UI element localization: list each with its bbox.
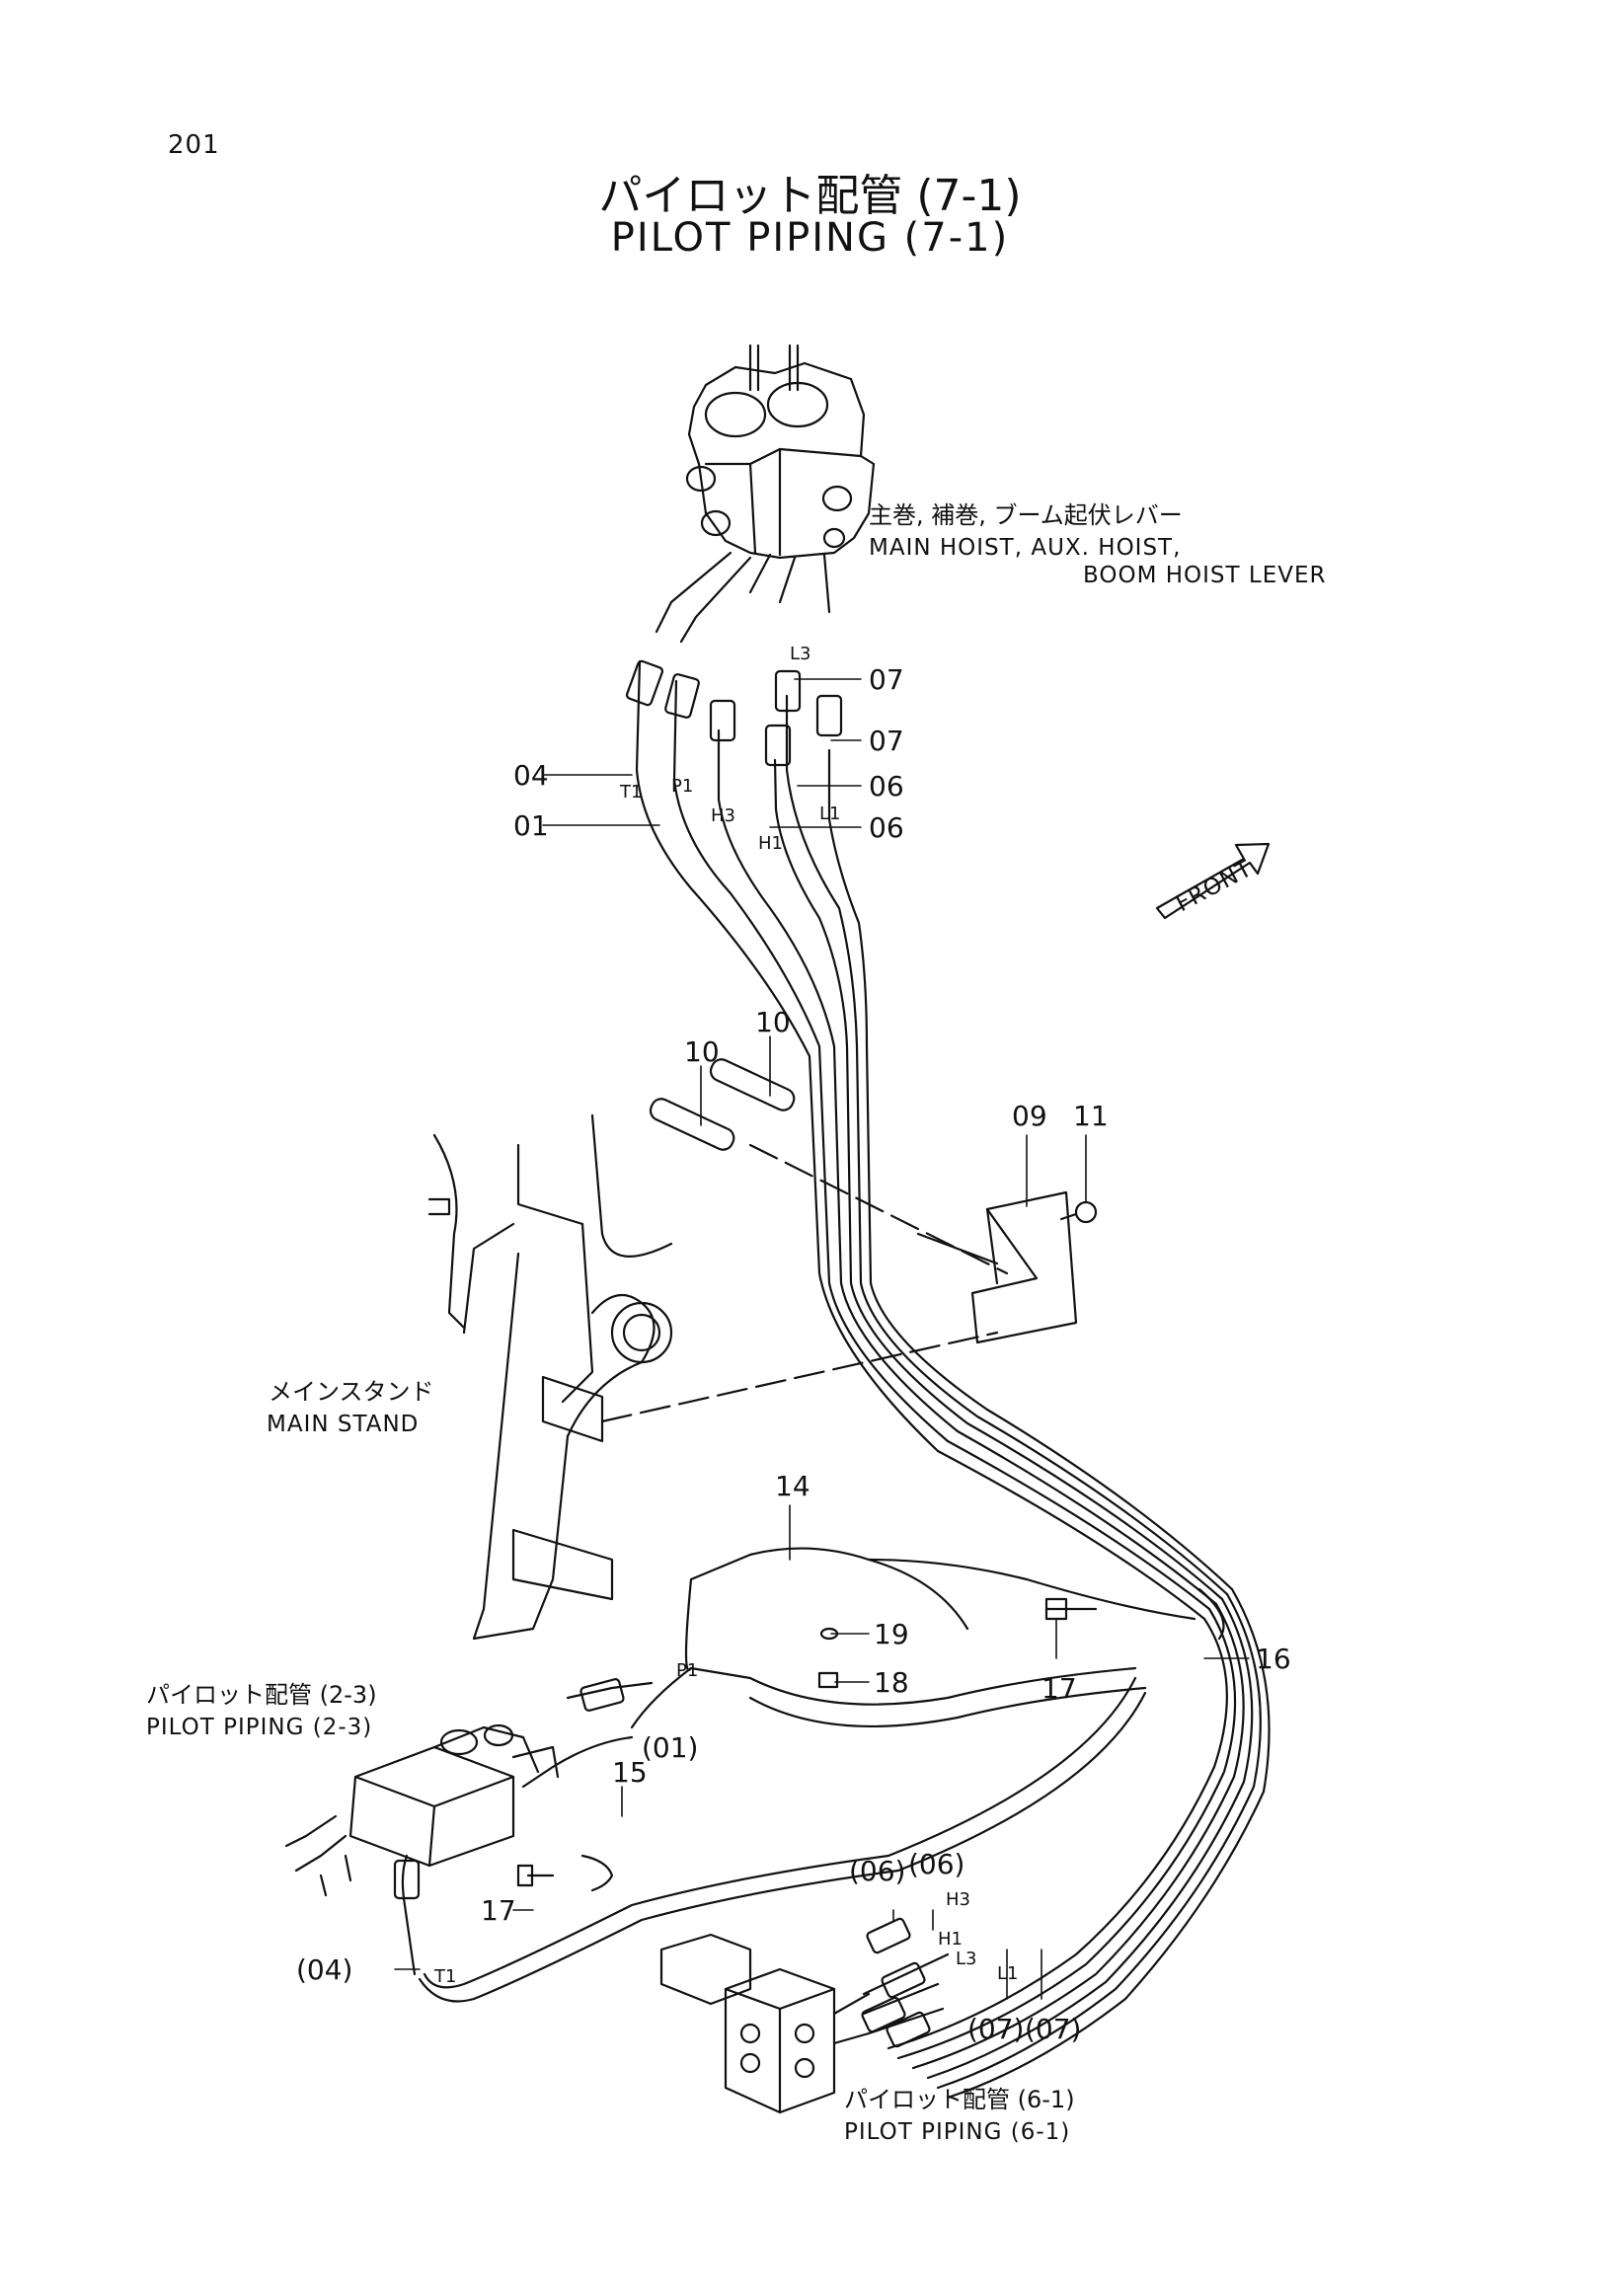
port-label-l1: L1: [819, 804, 840, 824]
note-main-stand-en: MAIN STAND: [267, 1412, 419, 1437]
port-label-h3-lower: H3: [946, 1889, 970, 1910]
port-label-l3-lower: L3: [956, 1949, 976, 1969]
callout-ref-04: (04): [296, 1953, 352, 1986]
notes: 主巻, 補巻, ブーム起伏レバー MAIN HOIST, AUX. HOIST,…: [146, 501, 1326, 2145]
callout-14: 14: [775, 1470, 810, 1502]
valve-block-pilot-piping-2-3: [284, 1681, 654, 1897]
hose-bundle: [401, 659, 1271, 2100]
callout-ref-01: (01): [642, 1731, 698, 1764]
callout-19: 19: [874, 1618, 909, 1650]
callout-ref-06a: (06): [849, 1855, 905, 1887]
port-label-t1-lower: T1: [433, 1966, 456, 1987]
callout-01: 01: [513, 809, 549, 842]
main-stand-illustration: [427, 1113, 999, 1641]
callout-ref-06b: (06): [908, 1848, 964, 1880]
note-lever-en-1: MAIN HOIST, AUX. HOIST,: [869, 535, 1181, 561]
callout-16: 16: [1256, 1643, 1291, 1675]
callout-ref-07b: (07): [1025, 2013, 1081, 2045]
port-label-l3: L3: [790, 644, 810, 664]
port-label-p1-lower: P1: [676, 1660, 698, 1681]
callout-07b: 07: [869, 725, 904, 757]
note-main-stand-jp: メインスタンド: [269, 1378, 434, 1406]
valve-block-pilot-piping-6-1: [659, 1933, 950, 2114]
callout-06a: 06: [869, 770, 904, 803]
pilot-valve-illustration: [655, 344, 876, 644]
callout-04: 04: [513, 759, 549, 792]
callout-ref-07a: (07): [967, 2013, 1024, 2045]
callout-06b: 06: [869, 811, 904, 844]
port-labels: T1 P1 H3 H1 L3 L1 P1 T1 H3 H1 L3 L1: [433, 644, 1018, 1987]
note-pilot-piping-2-3-jp: パイロット配管 (2-3): [146, 1681, 377, 1709]
note-front: FRONT: [1172, 856, 1257, 917]
port-label-t1: T1: [619, 782, 642, 803]
port-label-h1: H1: [758, 833, 783, 854]
note-pilot-piping-2-3-en: PILOT PIPING (2-3): [146, 1715, 372, 1740]
page-title-english: PILOT PIPING (7-1): [610, 215, 1010, 261]
front-arrow: [1155, 842, 1271, 920]
callout-10a: 10: [684, 1035, 720, 1068]
callout-07a: 07: [869, 663, 904, 696]
page-title-japanese: パイロット配管 (7-1): [598, 171, 1022, 221]
callout-10b: 10: [755, 1006, 791, 1038]
hose-fittings: [393, 659, 1225, 2048]
callout-18: 18: [874, 1666, 909, 1699]
callout-15: 15: [612, 1756, 648, 1789]
page-number: 201: [168, 130, 220, 160]
bracket-and-rods: [649, 1058, 1098, 1344]
callout-17a: 17: [1041, 1672, 1077, 1705]
port-label-h3: H3: [711, 805, 735, 826]
note-pilot-piping-6-1-jp: パイロット配管 (6-1): [844, 2086, 1075, 2113]
leader-lines: [394, 678, 1250, 2000]
part-callouts: 04 01 07 07 06 06 10 10 09 11 14 19 18 1…: [296, 663, 1291, 2045]
callout-09: 09: [1012, 1100, 1047, 1132]
port-label-p1: P1: [671, 776, 693, 797]
port-label-l1-lower: L1: [997, 1963, 1018, 1984]
note-lever-en-2: BOOM HOIST LEVER: [1083, 563, 1326, 588]
callout-11: 11: [1073, 1100, 1109, 1132]
note-lever-jp: 主巻, 補巻, ブーム起伏レバー: [869, 501, 1183, 529]
callout-17b: 17: [481, 1894, 516, 1927]
port-label-h1-lower: H1: [938, 1929, 963, 1950]
note-pilot-piping-6-1-en: PILOT PIPING (6-1): [844, 2119, 1070, 2145]
